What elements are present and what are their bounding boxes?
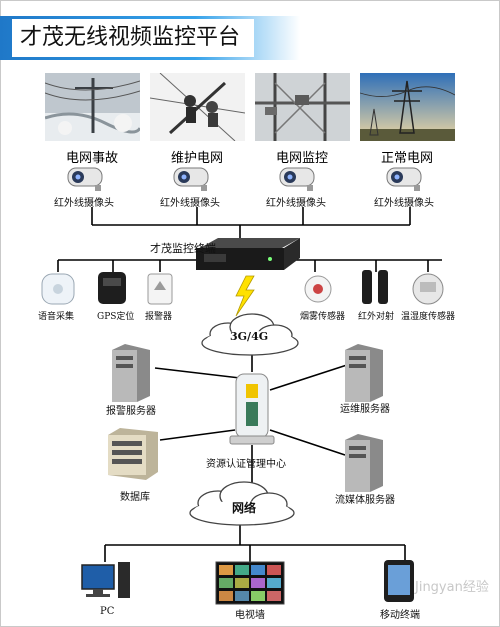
tv-wall-label: 电视墙 [235,610,265,621]
site-label-monitoring: 电网监控 [275,151,328,166]
humidity-sensor-icon [412,273,444,305]
alarm-icon [147,273,173,305]
smoke-label: 烟雾传感器 [300,312,346,322]
alarm-server-icon [112,344,150,402]
pc-label: PC [100,606,115,617]
voice-label: 语音采集 [38,312,75,322]
alarm-label: 报警器 [145,312,173,322]
camera-icon-4 [386,167,422,191]
network-3g-label: 3G/4G [230,330,269,343]
network-label: 网络 [232,501,257,515]
ops-server-label: 运维服务器 [340,404,390,415]
page-title: 才茂无线视频监控平台 [12,19,255,57]
terminal-label: 才茂监控终端 [150,242,216,255]
media-server-icon [345,434,383,492]
humidity-label: 温湿度传感器 [401,312,456,322]
mobile-label: 移动终端 [380,610,420,621]
media-server-label: 流媒体服务器 [335,495,395,506]
auth-center-label: 资源认证管理中心 [206,459,286,470]
camera-label-2: 红外线摄像头 [160,198,220,209]
tv-wall-icon [215,561,285,605]
voice-sensor-icon [41,273,75,305]
camera-icon-1 [67,167,103,191]
mobile-terminal-icon [384,560,414,602]
pc-icon [81,562,130,598]
photo-grid-normal [360,73,455,141]
photo-grid-maintenance [150,73,245,141]
camera-label-1: 红外线摄像头 [54,198,114,209]
gps-icon [98,272,126,304]
auth-center-icon [229,373,275,445]
database-label: 数据库 [120,492,150,503]
wireless-signal-icon [235,275,255,317]
camera-icon-2 [173,167,209,191]
alarm-server-label: 报警服务器 [106,406,156,417]
infrared-beam-icon [362,270,388,304]
camera-label-3: 红外线摄像头 [266,198,326,209]
photo-grid-monitoring [255,73,350,141]
ops-server-icon [345,344,383,402]
gps-label: GPS定位 [97,312,135,322]
site-label-normal: 正常电网 [380,151,433,166]
site-label-maintenance: 维护电网 [170,151,223,166]
title-banner: 才茂无线视频监控平台 [0,16,300,60]
cloud-network-icon [189,481,295,526]
database-icon [108,428,158,480]
photo-grid-accident [45,73,140,141]
cloud-3g-icon [201,313,299,356]
camera-label-4: 红外线摄像头 [374,198,434,209]
smoke-sensor-icon [304,275,332,303]
site-label-accident: 电网事故 [65,151,118,166]
infrared-label: 红外对射 [358,312,395,322]
camera-icon-3 [279,167,315,191]
watermark: Jingyan经验 [415,580,489,595]
monitoring-terminal-icon [196,238,300,270]
